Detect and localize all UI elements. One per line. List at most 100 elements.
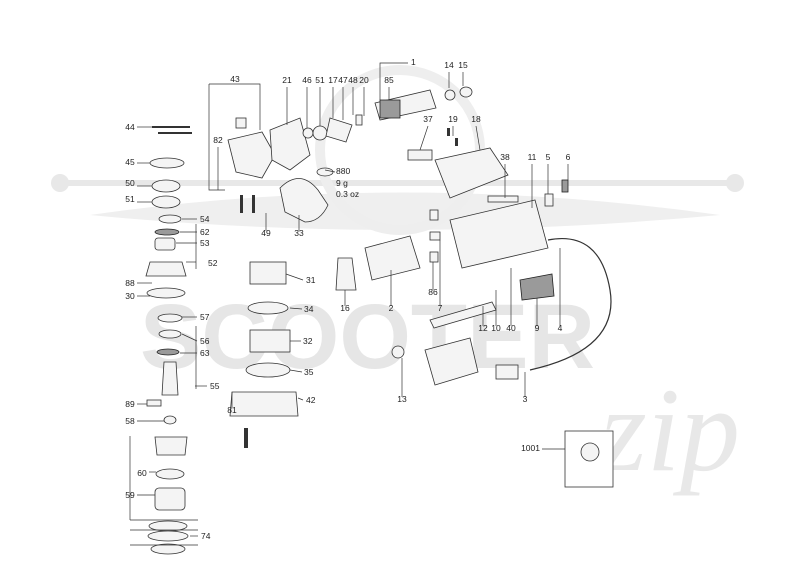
part-label: 19 — [448, 114, 458, 124]
part-48 — [355, 114, 363, 126]
bearing-53 — [154, 237, 176, 251]
ring-30 — [146, 287, 186, 299]
part-label: 2 — [389, 303, 394, 313]
cable-4 — [529, 238, 612, 371]
part-label: 15 — [458, 60, 468, 70]
watermark-wing — [90, 192, 720, 230]
leader-line — [324, 169, 336, 173]
part-label: 1 — [411, 57, 416, 67]
part-label: 53 — [200, 238, 210, 248]
chain-63 — [156, 348, 180, 356]
part-label: 88 — [125, 278, 135, 288]
part-label: 56 — [200, 336, 210, 346]
screw-49a — [240, 195, 243, 213]
seal-47 — [325, 117, 353, 143]
cover-plate — [424, 337, 479, 386]
part-label: 47 — [338, 75, 348, 85]
cap-15 — [459, 86, 473, 98]
nut-59 — [154, 487, 186, 511]
leader-line — [419, 125, 429, 151]
leader-line — [208, 84, 225, 191]
part-label: 63 — [200, 348, 210, 358]
commutator-85 — [379, 99, 401, 119]
part-label: 33 — [294, 228, 304, 238]
part-label: 6 — [566, 152, 571, 162]
part-label: 37 — [423, 114, 433, 124]
part-label: 48 — [348, 75, 358, 85]
screw-19a — [447, 128, 450, 136]
leader-line — [285, 273, 304, 281]
part-label: 31 — [306, 275, 316, 285]
screw-49b — [252, 195, 255, 213]
grease-880 — [316, 167, 334, 177]
part-label: 32 — [303, 336, 313, 346]
upper-left-parts — [227, 114, 363, 223]
ring-50 — [151, 179, 181, 193]
handle-33 — [279, 178, 329, 223]
watermark-dot-left — [51, 174, 69, 192]
part-label: 9 g — [336, 178, 348, 188]
part-label: 62 — [200, 227, 210, 237]
inset-1001 — [564, 430, 614, 488]
leader-lines — [129, 62, 569, 546]
part-label: 21 — [282, 75, 292, 85]
brush-86c — [429, 251, 439, 263]
part-label: 58 — [125, 416, 135, 426]
part-label: 12 — [478, 323, 488, 333]
label-37 — [407, 149, 433, 161]
part-label: 52 — [208, 258, 218, 268]
part-label: 880 — [336, 166, 350, 176]
part-label: 17 — [328, 75, 338, 85]
leader-line — [379, 62, 408, 100]
gear-31 — [249, 261, 287, 285]
part-label: 4 — [558, 323, 563, 333]
brush-86b — [429, 231, 441, 241]
bearing-51 — [312, 125, 328, 141]
pin-89 — [146, 399, 162, 407]
part-label: 7 — [438, 303, 443, 313]
part-label: 55 — [210, 381, 220, 391]
brush-holder-18 — [434, 147, 509, 199]
part-label: 44 — [125, 122, 135, 132]
part-label: 3 — [523, 394, 528, 404]
left-stack-parts — [145, 126, 192, 555]
part-label: 42 — [306, 395, 316, 405]
part-label: 85 — [384, 75, 394, 85]
motor-housing-11 — [449, 199, 549, 269]
part-label: 81 — [227, 405, 237, 415]
part-label: 51 — [125, 194, 135, 204]
watermark-script: zip — [598, 363, 740, 496]
spring-34 — [247, 301, 289, 315]
part-label: 89 — [125, 399, 135, 409]
leader-line — [297, 397, 304, 401]
part-label: 74 — [201, 531, 211, 541]
screw-19b — [455, 138, 458, 146]
part-label: 43 — [230, 74, 240, 84]
inset-detail — [580, 442, 600, 462]
part-6 — [561, 179, 569, 193]
flange-52 — [145, 261, 187, 277]
armature-parts — [374, 86, 509, 199]
part-label: 9 — [535, 323, 540, 333]
part-label: 14 — [444, 60, 454, 70]
part-label: 0.3 oz — [336, 189, 359, 199]
bearing-46 — [302, 127, 314, 139]
watermark-brand: SCOOTER — [140, 286, 595, 388]
watermark: SCOOTER zip — [51, 65, 744, 496]
part-label: 20 — [359, 75, 369, 85]
brush-86a — [429, 209, 439, 221]
motor-housing-parts — [335, 179, 612, 386]
bearing-14 — [444, 89, 456, 101]
ring-74b — [147, 530, 189, 542]
flange-21 — [269, 117, 311, 171]
part-label: 60 — [137, 468, 147, 478]
ring-74a — [148, 520, 188, 532]
watermark-dot-right — [726, 174, 744, 192]
ring-57 — [157, 313, 183, 323]
part-label: 5 — [546, 152, 551, 162]
part-label: 54 — [200, 214, 210, 224]
part-label: 35 — [304, 367, 314, 377]
part-label: 40 — [506, 323, 516, 333]
